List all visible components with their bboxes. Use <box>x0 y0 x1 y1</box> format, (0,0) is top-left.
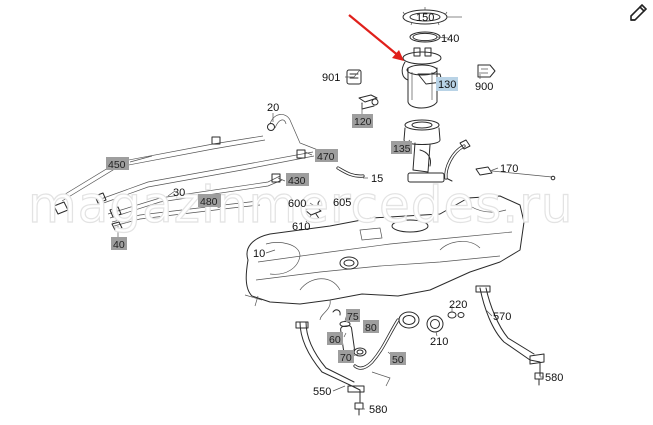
callout-15: 15 <box>371 173 383 185</box>
callout-135: 135 <box>393 143 411 155</box>
callout-80: 80 <box>365 322 377 334</box>
callout-50: 50 <box>392 354 404 366</box>
bolt-580-right <box>534 372 544 386</box>
callout-450: 450 <box>108 159 126 171</box>
callout-30: 30 <box>173 187 185 199</box>
callout-170: 170 <box>500 163 518 175</box>
callout-220: 220 <box>449 299 467 311</box>
filler-neck-50 <box>353 311 420 387</box>
clips-600-610 <box>304 199 327 221</box>
callout-901: 901 <box>322 72 340 84</box>
callout-470: 470 <box>317 151 335 163</box>
fuel-cap-210 <box>426 315 444 333</box>
callout-tag-backgrounds <box>106 114 412 365</box>
callout-40: 40 <box>113 239 125 251</box>
hose-right-170-area <box>444 139 556 181</box>
callout-600: 600 <box>288 198 306 210</box>
callout-130: 130 <box>438 79 456 91</box>
callout-550: 550 <box>313 386 331 398</box>
gasket-140 <box>409 31 441 43</box>
highlight-box-130 <box>436 77 458 91</box>
callout-75: 75 <box>347 311 359 323</box>
callout-150: 150 <box>416 12 434 24</box>
callout-580-right: 580 <box>545 372 563 384</box>
hose-15 <box>336 166 365 178</box>
fuel-tank-10 <box>244 195 525 321</box>
callout-900: 900 <box>475 81 493 93</box>
tank-strap-570 <box>475 285 545 377</box>
seal-220 <box>447 311 465 319</box>
callout-70: 70 <box>340 352 352 364</box>
callout-60: 60 <box>329 334 341 346</box>
callout-20: 20 <box>267 102 279 114</box>
callout-430: 430 <box>288 175 306 187</box>
tank-strap-550 <box>295 321 365 403</box>
callout-10: 10 <box>253 248 265 260</box>
fuel-level-sender-135 <box>403 119 453 183</box>
callout-570: 570 <box>493 311 511 323</box>
callout-580-left: 580 <box>369 404 387 416</box>
callout-120: 120 <box>354 116 372 128</box>
fuel-lines <box>53 114 319 231</box>
callout-610: 610 <box>292 221 310 233</box>
callout-210: 210 <box>430 336 448 348</box>
fuel-pump-130 <box>401 47 443 109</box>
bolt-580-left <box>354 402 364 416</box>
callout-605: 605 <box>333 197 351 209</box>
red-indicator-arrow <box>348 14 404 61</box>
callout-140: 140 <box>441 33 459 45</box>
sensor-900 <box>477 64 496 78</box>
edit-icon[interactable] <box>629 3 648 22</box>
callout-480: 480 <box>200 196 218 208</box>
